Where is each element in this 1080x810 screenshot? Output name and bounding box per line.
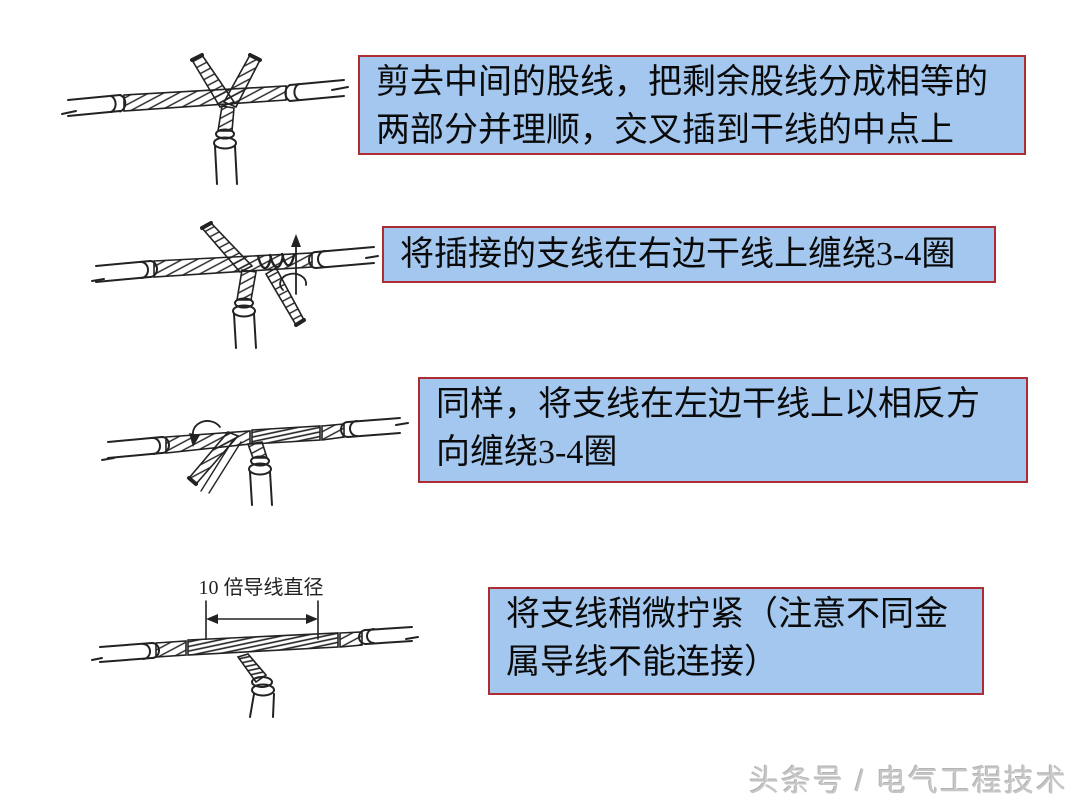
step1-caption-box: 剪去中间的股线，把剩余股线分成相等的两部分并理顺，交叉插到干线的中点上 — [358, 55, 1026, 155]
step4-line-art: 10 倍导线直径 — [91, 576, 419, 718]
step4-caption-box: 将支线稍微拧紧（注意不同金属导线不能连接） — [488, 587, 984, 695]
dimension-label: 10 倍导线直径 — [199, 576, 324, 599]
step3-caption-text: 同样，将支线在左边干线上以相反方向缠绕3-4圈 — [436, 386, 980, 471]
step3-illustration — [101, 417, 409, 506]
step1-line-art — [61, 53, 349, 185]
rotation-arrow-up-icon — [279, 234, 307, 295]
step1-illustration — [61, 53, 349, 185]
step2-line-art — [91, 221, 379, 349]
rotation-arrow-down-icon — [189, 420, 221, 447]
step3-line-art — [101, 417, 409, 506]
step2-caption-text: 将插接的支线在右边干线上缠绕3-4圈 — [400, 236, 956, 273]
step1-caption-text: 剪去中间的股线，把剩余股线分成相等的两部分并理顺，交叉插到干线的中点上 — [376, 64, 988, 149]
step2-caption-box: 将插接的支线在右边干线上缠绕3-4圈 — [382, 226, 996, 283]
dimension-annotation: 10 倍导线直径 — [199, 576, 324, 640]
watermark-text: 头条号 / 电气工程技术 — [748, 765, 1068, 798]
step3-caption-box: 同样，将支线在左边干线上以相反方向缠绕3-4圈 — [418, 377, 1028, 483]
step4-caption-text: 将支线稍微拧紧（注意不同金属导线不能连接） — [506, 596, 948, 681]
step2-illustration — [91, 221, 379, 349]
step4-illustration: 10 倍导线直径 — [91, 576, 419, 718]
